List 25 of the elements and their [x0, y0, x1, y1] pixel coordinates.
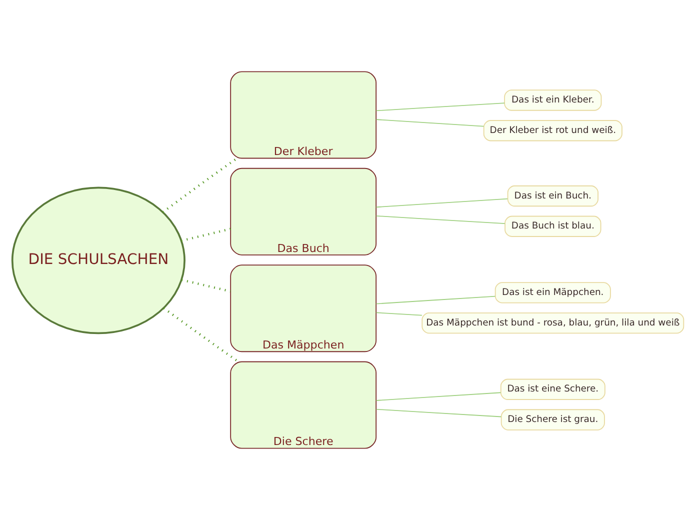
node-box: Das Mäppchen: [230, 264, 377, 352]
connector: [181, 228, 231, 242]
connector: [376, 215, 506, 224]
connector: [376, 408, 502, 418]
node-ellipse: DIE SCHULSACHEN: [11, 186, 186, 334]
node-box: Der Kleber: [230, 71, 377, 159]
connector: [376, 102, 505, 112]
connector: [162, 157, 238, 214]
connector: [376, 392, 502, 401]
node-box: Das Mäppchen ist bund - rosa, blau, grün, lila und weiß: [422, 312, 684, 334]
node-box: Die Schere ist grau.: [500, 409, 605, 430]
node-box: Der Kleber ist rot und weiß.: [483, 120, 622, 142]
connector: [376, 119, 484, 127]
node-box: Das ist ein Buch.: [507, 185, 598, 207]
connector: [181, 278, 231, 292]
node-box: Das Buch: [230, 168, 377, 256]
node-box: Das ist eine Schere.: [500, 378, 606, 400]
connector: [376, 296, 496, 304]
node-box: Die Schere: [230, 361, 377, 449]
node-box: Das Buch ist blau.: [504, 216, 602, 237]
connector: [163, 307, 239, 362]
node-box: Das ist ein Kleber.: [504, 90, 602, 111]
connector: [376, 198, 508, 208]
connector: [376, 312, 422, 316]
node-box: Das ist ein Mäppchen.: [494, 282, 611, 304]
